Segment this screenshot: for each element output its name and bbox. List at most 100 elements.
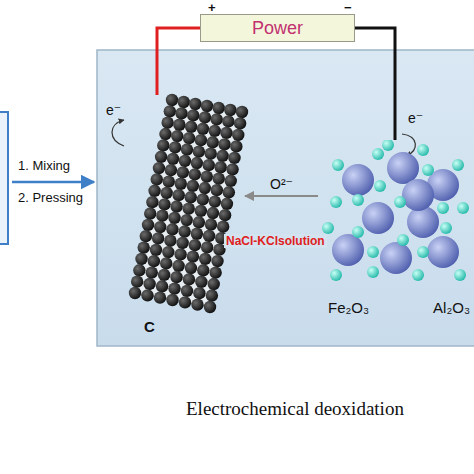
oxygen-atom xyxy=(367,266,379,278)
carbon-particle xyxy=(217,221,229,233)
carbon-particle xyxy=(175,178,187,190)
carbon-particle xyxy=(197,264,209,276)
carbon-particle xyxy=(160,257,172,269)
carbon-particle xyxy=(183,132,195,144)
oxide-cathode: Fe₂O₃ Al₂O₃ xyxy=(318,140,470,318)
carbon-particle xyxy=(193,145,205,157)
oxygen-atom xyxy=(397,234,409,246)
oxygen-atom xyxy=(422,164,434,176)
oxygen-atom xyxy=(452,159,464,171)
polarity-sign: + xyxy=(206,0,218,15)
carbon-particle xyxy=(211,255,223,267)
carbon-particle xyxy=(201,100,213,112)
ion-migration-arrow xyxy=(245,195,318,197)
wire xyxy=(157,28,200,95)
step-label: 2. Pressing xyxy=(16,190,85,205)
electron-flow-arrow xyxy=(112,120,124,146)
carbon-sphere-sheet xyxy=(130,95,245,335)
oxygen-atom xyxy=(374,180,386,192)
carbon-particle xyxy=(185,121,197,133)
carbon-particle xyxy=(172,260,184,272)
carbon-particle xyxy=(199,111,211,123)
carbon-particle xyxy=(144,207,156,219)
carbon-particle xyxy=(179,296,191,308)
carbon-particle xyxy=(154,291,166,303)
carbon-particle xyxy=(189,98,201,110)
carbon-particle xyxy=(201,241,213,253)
anode-plate xyxy=(135,100,242,307)
carbon-particle xyxy=(161,117,173,129)
oxygen-atom xyxy=(417,246,429,258)
oxygen-atom xyxy=(394,196,406,208)
carbon-particle xyxy=(199,182,211,194)
carbon-particle xyxy=(203,230,215,242)
oxygen-atom xyxy=(457,202,469,214)
carbon-particle xyxy=(159,128,171,140)
carbon-particle xyxy=(158,198,170,210)
carbon-particle xyxy=(173,119,185,131)
carbon-particle xyxy=(185,262,197,274)
metal-atom xyxy=(380,242,412,274)
wire xyxy=(355,28,395,140)
carbon-particle xyxy=(203,159,215,171)
power-label: Power xyxy=(252,18,303,39)
carbon-particle xyxy=(236,106,248,118)
carbon-particle xyxy=(166,94,178,106)
oxygen-atom xyxy=(352,226,364,238)
carbon-particle xyxy=(183,273,195,285)
carbon-particle xyxy=(175,107,187,119)
oxygen-atom xyxy=(330,269,342,281)
carbon-particle xyxy=(230,140,242,152)
carbon-particle xyxy=(234,117,246,129)
carbon-particle xyxy=(150,244,162,256)
carbon-particle xyxy=(148,255,160,267)
oxygen-atom xyxy=(417,144,429,156)
carbon-particle xyxy=(181,143,193,155)
carbon-particle xyxy=(209,266,221,278)
carbon-particle xyxy=(209,125,221,137)
carbon-particle xyxy=(210,113,222,125)
carbon-particle xyxy=(179,155,191,167)
compound-label: Fe₂O₃ xyxy=(328,299,369,316)
previous-step-panel xyxy=(0,112,8,244)
electrode-label: C xyxy=(144,318,155,335)
carbon-particle xyxy=(187,180,199,192)
carbon-particle xyxy=(138,241,150,253)
carbon-particle xyxy=(193,287,205,299)
carbon-particle xyxy=(222,115,234,127)
carbon-particle xyxy=(221,198,233,210)
oxygen-atom xyxy=(367,246,379,258)
oxygen-atom xyxy=(440,222,452,234)
carbon-particle xyxy=(219,209,231,221)
metal-atom xyxy=(427,236,459,268)
carbon-particle xyxy=(220,127,232,139)
metal-atom xyxy=(362,202,394,234)
carbon-particle xyxy=(204,301,216,313)
carbon-particle xyxy=(232,129,244,141)
compound-label: Al₂O₃ xyxy=(433,299,470,316)
carbon-particle xyxy=(163,175,175,187)
carbon-particle xyxy=(195,205,207,217)
carbon-particle xyxy=(152,232,164,244)
ion-label: O²⁻ xyxy=(270,176,293,192)
carbon-particle xyxy=(225,175,237,187)
polarity-sign: − xyxy=(342,0,354,15)
carbon-particle xyxy=(183,203,195,215)
carbon-particle xyxy=(151,173,163,185)
carbon-particle xyxy=(133,264,145,276)
electrolyte-label: NaCl-KClsolution xyxy=(224,234,327,248)
carbon-particle xyxy=(207,136,219,148)
carbon-particle xyxy=(142,219,154,231)
power-supply-box: Power xyxy=(200,14,355,42)
carbon-particle xyxy=(162,246,174,258)
carbon-particle xyxy=(187,250,199,262)
carbon-particle xyxy=(208,278,220,290)
carbon-particle xyxy=(135,253,147,265)
carbon-particle xyxy=(195,134,207,146)
carbon-particle xyxy=(207,207,219,219)
carbon-particle xyxy=(224,104,236,116)
carbon-particle xyxy=(146,196,158,208)
metal-atom xyxy=(402,179,434,211)
oxygen-atom xyxy=(332,159,344,171)
carbon-particle xyxy=(141,289,153,301)
